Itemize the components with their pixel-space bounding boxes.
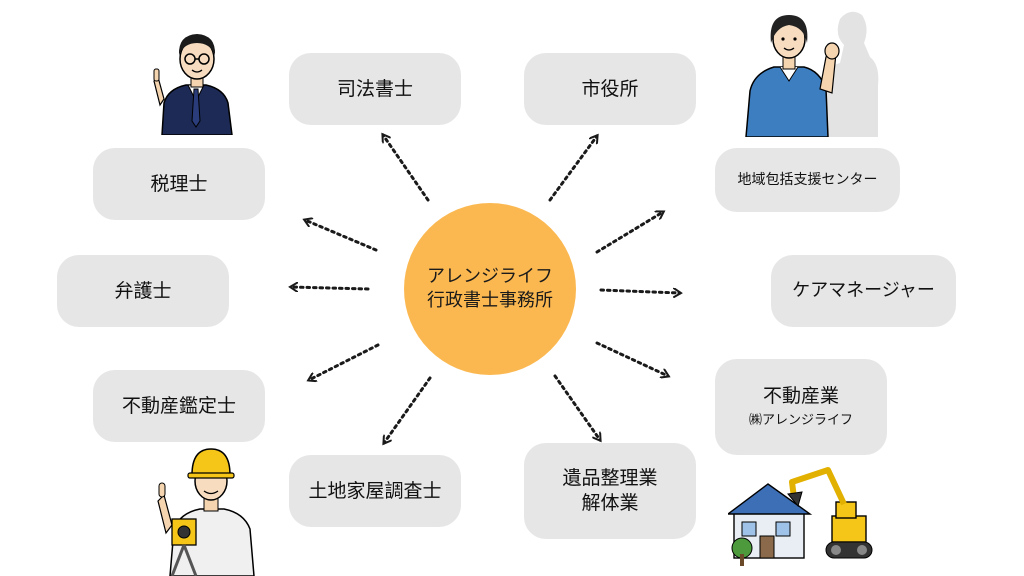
node-fudosangyo-label: 不動産業 <box>762 385 839 408</box>
node-tochikaoku-label: 土地家屋調査士 <box>308 479 442 502</box>
node-zeirishi-label: 税理士 <box>150 172 208 195</box>
node-ihin-label-line2: 解体業 <box>581 492 639 514</box>
arrow-to-fudosan-kantei <box>309 343 380 380</box>
center-label-line1: アレンジライフ <box>427 265 553 287</box>
node-zeirishi: 税理士 <box>93 148 265 220</box>
arrow-to-zeirishi <box>305 220 378 252</box>
center-label-line2: 行政書士事務所 <box>427 290 553 311</box>
arrow-to-tochikaoku <box>384 376 432 443</box>
arrow-to-bengoshi <box>291 287 370 289</box>
node-fudosangyo: 不動産業 ㈱アレンジライフ <box>715 359 887 455</box>
arrow-to-shiyakusho <box>548 136 597 202</box>
house-excavator-illustration <box>728 467 873 566</box>
node-bengoshi-label: 弁護士 <box>114 279 172 302</box>
center-office-circle: アレンジライフ 行政書士事務所 <box>404 203 576 375</box>
surveyor-illustration <box>157 448 255 576</box>
node-fudosan-kantei-label: 不動産鑑定士 <box>121 394 236 417</box>
node-ihin-label-line1: 遺品整理業 <box>562 467 658 490</box>
node-tochikaoku: 土地家屋調査士 <box>289 455 461 527</box>
node-fudosangyo-company: ㈱アレンジライフ <box>748 412 853 428</box>
node-fudosan-kantei: 不動産鑑定士 <box>93 370 265 442</box>
node-shiho-label: 司法書士 <box>336 77 413 100</box>
node-chiiki-label: 地域包括支援センター <box>737 171 878 188</box>
businessman-illustration <box>153 34 233 135</box>
node-caremanager-label: ケアマネージャー <box>792 280 935 302</box>
arrow-to-shiho <box>383 135 430 202</box>
arrow-to-ihin <box>553 374 600 440</box>
node-bengoshi: 弁護士 <box>57 255 229 327</box>
node-shiyakusho-label: 市役所 <box>581 77 639 100</box>
node-caremanager: ケアマネージャー <box>771 255 956 327</box>
node-chiiki: 地域包括支援センター <box>715 148 900 212</box>
node-shiho: 司法書士 <box>289 53 461 125</box>
arrow-to-caremanager <box>599 290 680 293</box>
node-ihin: 遺品整理業 解体業 <box>524 443 696 539</box>
node-shiyakusho: 市役所 <box>524 53 696 125</box>
arrow-to-chiiki <box>595 212 663 254</box>
care-worker-illustration <box>745 11 879 137</box>
arrow-to-fudosangyo <box>595 341 668 376</box>
